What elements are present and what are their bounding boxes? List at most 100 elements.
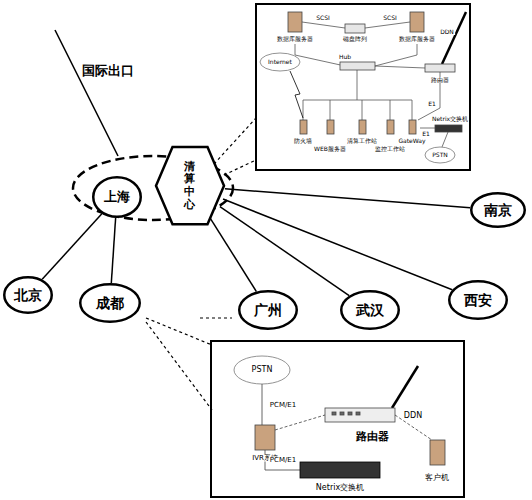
city-ellipse: 成都 bbox=[79, 283, 141, 323]
node-label: 清算中心 bbox=[179, 161, 201, 212]
node-label: 成都 bbox=[96, 295, 124, 311]
router-icon bbox=[325, 408, 395, 422]
router-icon bbox=[356, 412, 360, 415]
ddn-link bbox=[392, 366, 418, 408]
device-label: Netrix交换机 bbox=[315, 484, 365, 492]
network-wire bbox=[390, 100, 391, 120]
router-icon bbox=[348, 412, 352, 415]
network-wire bbox=[365, 22, 410, 28]
switch-icon bbox=[300, 462, 380, 478]
device-label: SCSI bbox=[315, 15, 331, 21]
router-icon bbox=[325, 408, 395, 422]
device-label: 监控工作站 bbox=[374, 146, 406, 152]
ellipse-outline bbox=[93, 177, 141, 217]
inset-frame bbox=[211, 341, 464, 497]
cloud bbox=[234, 356, 290, 384]
device-label: 路由器 bbox=[355, 431, 390, 442]
network-wire bbox=[265, 450, 300, 470]
server-icon bbox=[300, 120, 307, 134]
device-label: 路由器 bbox=[430, 77, 450, 83]
network-wire bbox=[375, 66, 425, 68]
server-icon bbox=[359, 120, 366, 134]
city-ellipse: 北京 bbox=[3, 276, 53, 314]
node-label: 西安 bbox=[464, 292, 492, 308]
ellipse-outline bbox=[239, 291, 297, 329]
server-icon bbox=[410, 12, 424, 32]
device-label: E1 bbox=[421, 131, 431, 137]
cloud bbox=[234, 53, 455, 384]
link-line bbox=[223, 199, 452, 290]
city-ellipse: 上海 bbox=[92, 176, 142, 218]
cloud bbox=[425, 147, 455, 163]
router-icon bbox=[340, 412, 344, 415]
device-label: 磁盘阵列 bbox=[342, 36, 368, 42]
leader-line bbox=[200, 317, 232, 318]
center-hexagon: 清算中心 bbox=[155, 146, 225, 225]
device-label: 清算工作站 bbox=[346, 138, 378, 144]
device-box bbox=[425, 64, 455, 72]
international-link bbox=[55, 30, 118, 156]
network-wire bbox=[275, 415, 325, 430]
ddn-link bbox=[442, 12, 466, 64]
network-wire bbox=[412, 100, 413, 120]
ddn-link bbox=[392, 12, 466, 408]
node-label: 南京 bbox=[484, 202, 512, 218]
leader-line bbox=[224, 160, 256, 175]
server-icon bbox=[255, 425, 445, 465]
city-ellipse: 南京 bbox=[470, 192, 526, 228]
node-label: 上海 bbox=[104, 190, 130, 205]
device-label: Hub bbox=[338, 54, 352, 60]
device-label: E1 bbox=[427, 101, 437, 107]
device-label: 防火墙 bbox=[293, 138, 313, 144]
device-box bbox=[435, 125, 462, 132]
device-label: PCM/E1 bbox=[269, 402, 297, 409]
device-label: WEB服务器 bbox=[313, 146, 347, 152]
network-wire bbox=[262, 384, 432, 470]
network-wire bbox=[362, 100, 363, 120]
cloud bbox=[260, 53, 300, 71]
device-label: DDN bbox=[403, 412, 423, 420]
city-ellipse: 西安 bbox=[448, 280, 508, 320]
server-icon bbox=[430, 440, 445, 465]
network-wire bbox=[303, 100, 412, 101]
leader-line bbox=[146, 322, 212, 410]
hexagon-outline bbox=[156, 147, 224, 224]
device-label: Netrix交换机 bbox=[431, 116, 469, 122]
device-box bbox=[340, 62, 375, 70]
city-ellipse: 广州 bbox=[238, 290, 298, 330]
network-wire bbox=[375, 44, 417, 66]
ellipse-outline bbox=[80, 284, 140, 322]
inset-frame bbox=[211, 341, 464, 497]
server-icon bbox=[288, 12, 302, 32]
device-label: SCSI bbox=[382, 15, 398, 21]
device-label: PCM/E1 bbox=[269, 457, 297, 464]
link-line bbox=[210, 218, 256, 291]
device-label: PSTN bbox=[251, 366, 274, 374]
region-label: 国际出口 bbox=[81, 64, 135, 77]
node-label: 广州 bbox=[254, 302, 282, 318]
leader-line bbox=[146, 318, 212, 345]
device-box bbox=[345, 24, 365, 33]
network-wire bbox=[420, 128, 435, 129]
network-wire bbox=[330, 100, 331, 120]
network-wire bbox=[442, 132, 448, 147]
device-label: GateWay bbox=[397, 138, 426, 144]
device-label: 数据库服务器 bbox=[398, 36, 436, 42]
network-wire bbox=[302, 22, 345, 28]
network-wire bbox=[262, 384, 263, 425]
inset-frame bbox=[256, 4, 470, 170]
router-icon bbox=[332, 412, 336, 415]
ellipse-outline bbox=[449, 281, 507, 319]
server-icon bbox=[288, 12, 424, 134]
ellipse-outline bbox=[471, 193, 525, 227]
device-label: 数据库服务器 bbox=[276, 36, 314, 42]
node-label: 武汉 bbox=[356, 302, 384, 318]
inset-frame bbox=[256, 4, 470, 170]
device-label: Internet bbox=[267, 59, 293, 65]
link-line bbox=[225, 189, 470, 208]
server-icon bbox=[387, 120, 394, 134]
server-icon bbox=[409, 120, 416, 134]
